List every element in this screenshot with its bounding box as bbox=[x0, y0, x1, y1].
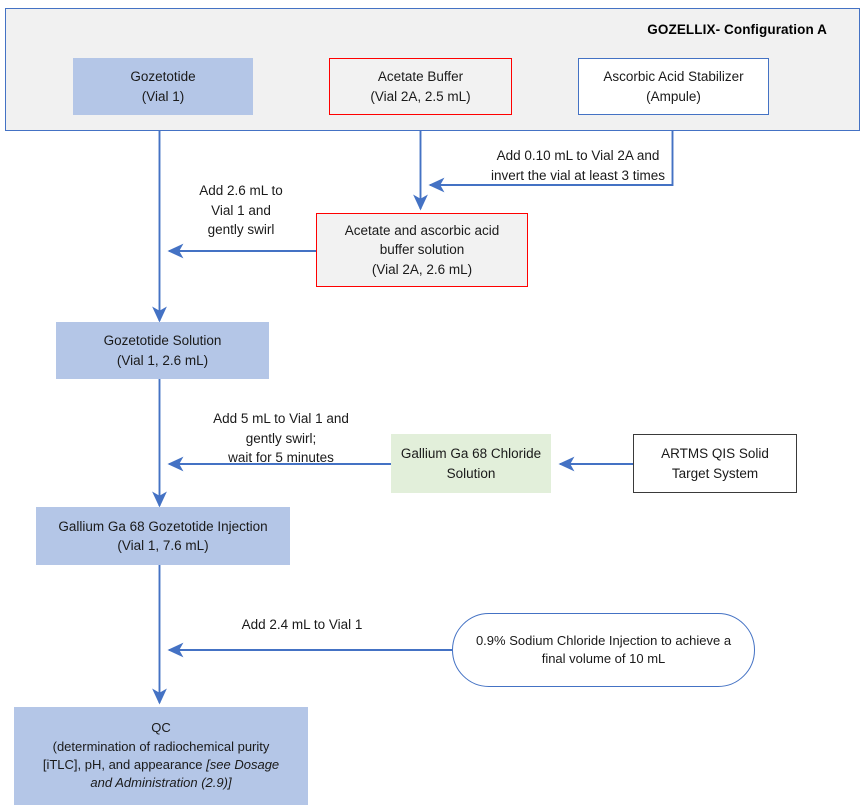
node-acetate-buffer[interactable]: Acetate Buffer(Vial 2A, 2.5 mL) bbox=[329, 58, 512, 115]
node-gozetotide[interactable]: Gozetotide(Vial 1) bbox=[73, 58, 253, 115]
page-title: GOZELLIX- Configuration A bbox=[647, 22, 827, 37]
node-ascorbic-acid-stabilizer[interactable]: Ascorbic Acid Stabilizer(Ampule) bbox=[578, 58, 769, 115]
node-gozetotide-injection-label: Gallium Ga 68 Gozetotide Injection(Vial … bbox=[58, 518, 268, 553]
node-qc-content: QC (determination of radiochemical purit… bbox=[14, 719, 308, 793]
node-gozetotide-solution[interactable]: Gozetotide Solution(Vial 1, 2.6 mL) bbox=[56, 322, 269, 379]
node-gozetotide-injection[interactable]: Gallium Ga 68 Gozetotide Injection(Vial … bbox=[36, 507, 290, 565]
node-qc-line1: QC bbox=[151, 720, 171, 736]
node-qc-line3-italic: [see Dosage bbox=[206, 757, 280, 772]
edge-label-add-saline: Add 2.4 mL to Vial 1 bbox=[241, 617, 363, 632]
node-acetate-buffer-label: Acetate Buffer(Vial 2A, 2.5 mL) bbox=[370, 69, 471, 104]
node-gozetotide-solution-label: Gozetotide Solution(Vial 1, 2.6 mL) bbox=[103, 333, 222, 368]
node-sodium-chloride-injection[interactable]: 0.9% Sodium Chloride Injection to achiev… bbox=[452, 613, 755, 687]
node-qc-line2: (determination of radiochemical purity bbox=[52, 738, 270, 754]
node-qc-line3-plain: [iTLC], pH, and appearance bbox=[42, 757, 207, 772]
node-qc[interactable]: QC (determination of radiochemical purit… bbox=[14, 707, 308, 805]
node-gozetotide-label: Gozetotide(Vial 1) bbox=[130, 69, 196, 104]
node-qc-line4-italic: and Administration (2.9)] bbox=[90, 775, 232, 791]
node-ascorbic-acid-label: Ascorbic Acid Stabilizer(Ampule) bbox=[603, 69, 744, 104]
node-sodium-chloride-label: 0.9% Sodium Chloride Injection to achiev… bbox=[475, 632, 732, 666]
